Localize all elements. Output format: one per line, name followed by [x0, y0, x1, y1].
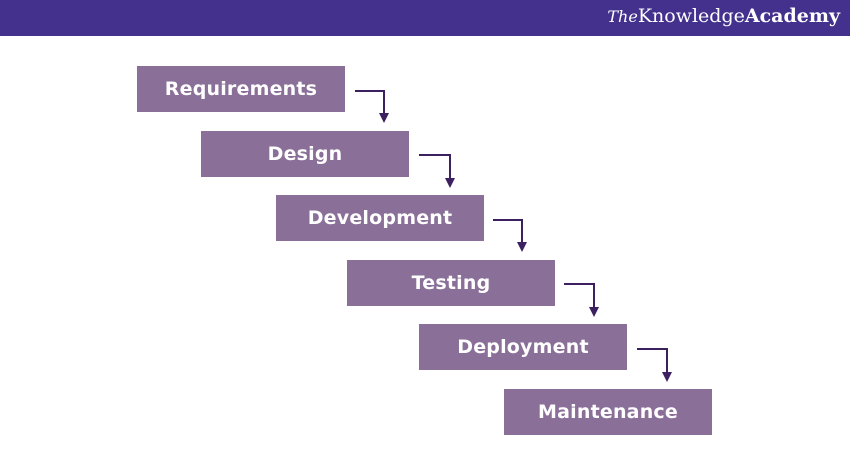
stage-requirements: Requirements — [137, 66, 345, 112]
arrow-deployment-to-maintenance — [637, 348, 672, 382]
arrow-design-to-development — [419, 154, 455, 188]
brand-prefix: The — [607, 7, 638, 26]
brand-logo: The Knowledge Academy — [607, 5, 840, 31]
stage-maintenance: Maintenance — [504, 389, 712, 435]
arrow-development-to-testing — [493, 219, 527, 252]
stage-deployment: Deployment — [419, 324, 627, 370]
stage-design: Design — [201, 131, 409, 177]
brand-word-academy: Academy — [744, 5, 840, 27]
stage-development: Development — [276, 195, 484, 241]
header-bar: The Knowledge Academy — [0, 0, 850, 36]
arrow-requirements-to-design — [355, 90, 389, 123]
brand-word-knowledge: Knowledge — [637, 5, 745, 27]
stage-testing: Testing — [347, 260, 555, 306]
arrow-testing-to-deployment — [564, 283, 599, 317]
